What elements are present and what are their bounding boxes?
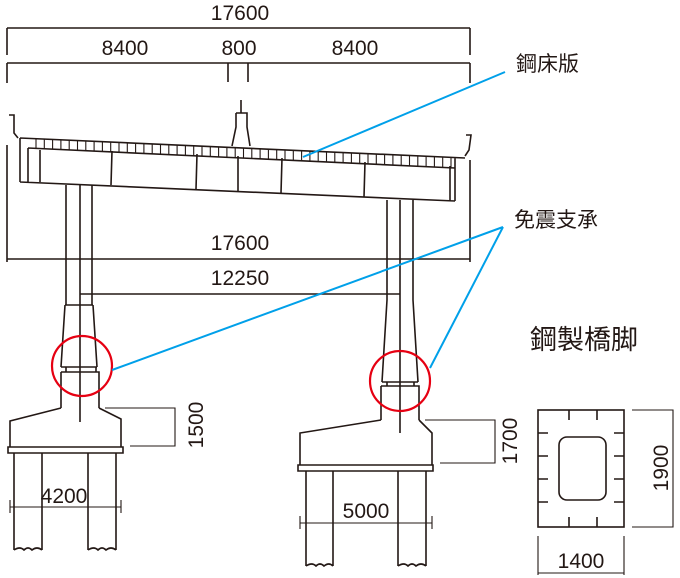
steel-deck-girder [9,100,472,202]
dim-section-height: 1900 [650,445,673,492]
top-dimensions: 17600 8400 800 8400 [6,2,471,83]
dim-median: 800 [221,37,256,60]
dim-right-footing-width: 5000 [343,500,390,523]
label-steel-deck: 鋼床版 [516,52,579,76]
right-pier: 5000 1700 [297,200,522,568]
lower-dimensions: 17600 12250 [6,145,471,295]
bearing-leader-lines [111,226,504,371]
left-pier: 4200 1500 [7,185,208,552]
right-bearing-highlight [368,349,432,413]
dim-left-footing-width: 4200 [41,485,88,508]
dim-column-span: 12250 [211,267,269,290]
label-steel-pier: 鋼製橋脚 [530,325,638,356]
dim-total-width-top: 17600 [211,2,269,25]
dim-section-width: 1400 [558,550,605,573]
pier-cross-section: 1900 1400 [537,409,674,575]
dim-right-footing-height: 1700 [499,418,522,465]
left-bearing-highlight [50,334,114,398]
dim-left-lane: 8400 [102,37,149,60]
dim-right-lane: 8400 [332,37,379,60]
deck-leader-line [302,71,506,158]
dim-left-footing-height: 1500 [185,402,208,449]
dim-total-width-lower: 17600 [211,232,269,255]
label-seismic-isolation-bearing: 免震支承 [514,208,598,232]
